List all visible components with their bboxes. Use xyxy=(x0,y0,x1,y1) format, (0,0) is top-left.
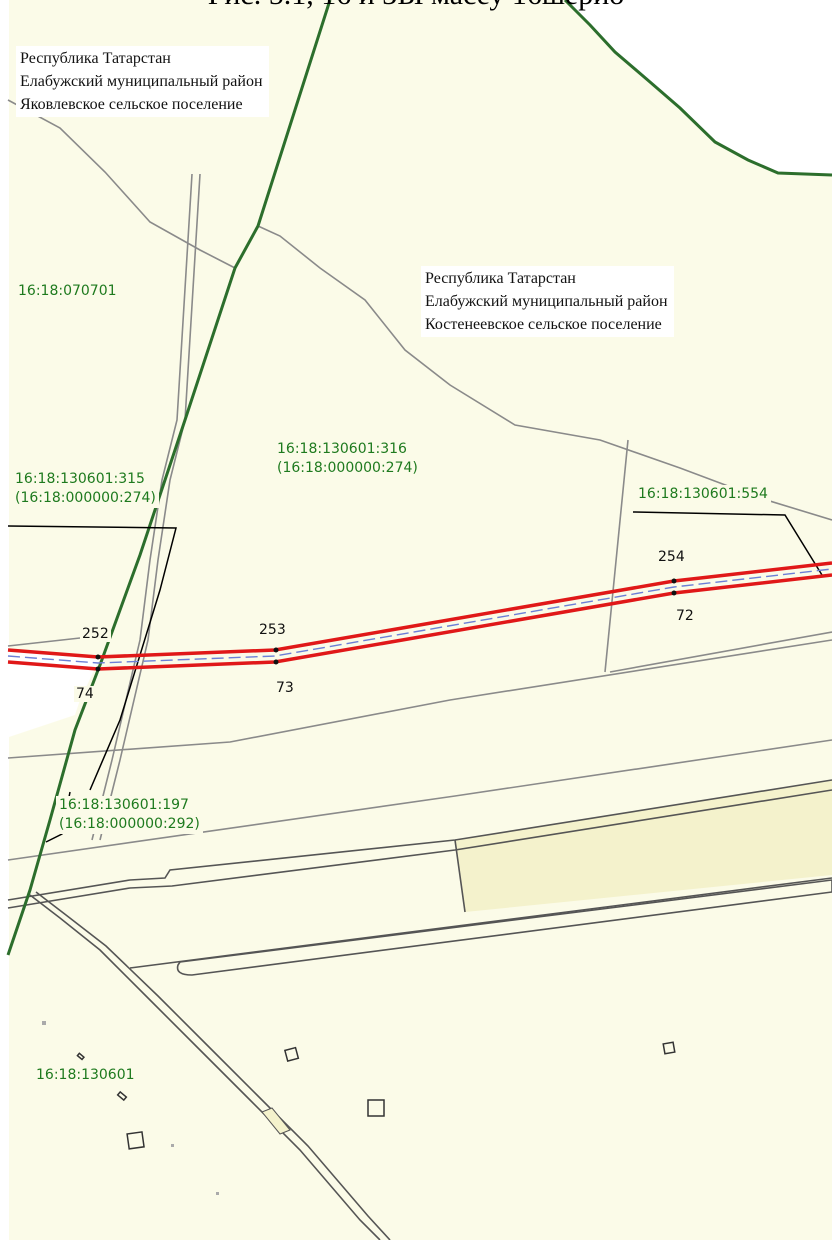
cadastral-label-text: 16:18:130601:315 xyxy=(15,471,145,487)
survey-points xyxy=(95,578,677,672)
point-label-73: 73 xyxy=(274,680,296,696)
forest-boundary xyxy=(563,0,832,177)
cadastral-label-text: 16:18:130601:197 xyxy=(59,797,189,813)
building-square-icon xyxy=(662,1041,676,1055)
admin-label-yakovlevskoe: Республика Татарстан Елабужский муниципа… xyxy=(16,46,269,117)
building-square-icon xyxy=(126,1131,145,1150)
point-label-74: 74 xyxy=(74,686,96,702)
survey-point-253-marker xyxy=(273,647,279,653)
point-label-254: 254 xyxy=(656,549,687,565)
cadastral-label-parent: (16:18:000000:274) xyxy=(277,460,418,476)
building-square-icon xyxy=(367,1099,385,1117)
admin-label-line: Республика Татарстан xyxy=(20,50,171,67)
buildings xyxy=(76,1041,676,1150)
cadastral-label-parent: (16:18:000000:292) xyxy=(59,816,200,832)
point-label-252: 252 xyxy=(80,626,111,642)
highlight-parcel xyxy=(455,780,832,912)
cadastral-label-070701: 16:18:070701 xyxy=(15,282,120,301)
point-label-253: 253 xyxy=(257,622,288,638)
survey-point-252-marker xyxy=(95,654,101,660)
outside-area-top-right xyxy=(565,0,832,175)
admin-label-line: Елабужский муниципальный район xyxy=(425,293,668,310)
outside-area-left-edge xyxy=(0,650,100,740)
cadastral-label-text: 16:18:130601:554 xyxy=(638,486,768,502)
survey-point-73-marker xyxy=(273,659,279,665)
admin-label-kosteneevskoe: Республика Татарстан Елабужский муниципа… xyxy=(421,266,674,337)
road-patch xyxy=(261,1107,291,1135)
admin-label-line: Республика Татарстан xyxy=(425,270,576,287)
building-square-icon xyxy=(116,1090,128,1102)
point-label-72: 72 xyxy=(674,608,696,624)
survey-point-72-marker xyxy=(671,590,677,596)
survey-point-254-marker xyxy=(671,578,677,584)
cadastral-label-text: 16:18:130601 xyxy=(36,1067,135,1083)
cadastral-label-197: 16:18:130601:197 (16:18:000000:292) xyxy=(56,796,203,834)
cadastral-label-316: 16:18:130601:316 (16:18:000000:274) xyxy=(274,440,421,478)
municipal-boundary xyxy=(6,0,332,956)
building-square-icon xyxy=(283,1046,300,1063)
cadastral-label-text: 16:18:070701 xyxy=(18,283,117,299)
admin-label-line: Елабужский муниципальный район xyxy=(20,73,263,90)
admin-label-line: Костенеевское сельское поселение xyxy=(425,316,662,333)
road-lines xyxy=(7,779,832,1240)
admin-label-line: Яковлевское сельское поселение xyxy=(20,96,243,113)
cadastral-label-130601: 16:18:130601 xyxy=(33,1066,138,1085)
left-margin-strip xyxy=(0,0,9,1240)
cadastral-label-parent: (16:18:000000:274) xyxy=(15,490,156,506)
small-dots xyxy=(42,1021,219,1195)
figure-caption: Рис. 5.1, 16 и ЗЫ масеу 16шерио xyxy=(0,0,832,12)
cadastral-label-554: 16:18:130601:554 xyxy=(635,485,771,504)
cadastral-label-315: 16:18:130601:315 (16:18:000000:274) xyxy=(12,470,159,508)
building-square-icon xyxy=(76,1052,85,1061)
survey-point-74-marker xyxy=(95,666,101,672)
cadastral-label-text: 16:18:130601:316 xyxy=(277,441,407,457)
